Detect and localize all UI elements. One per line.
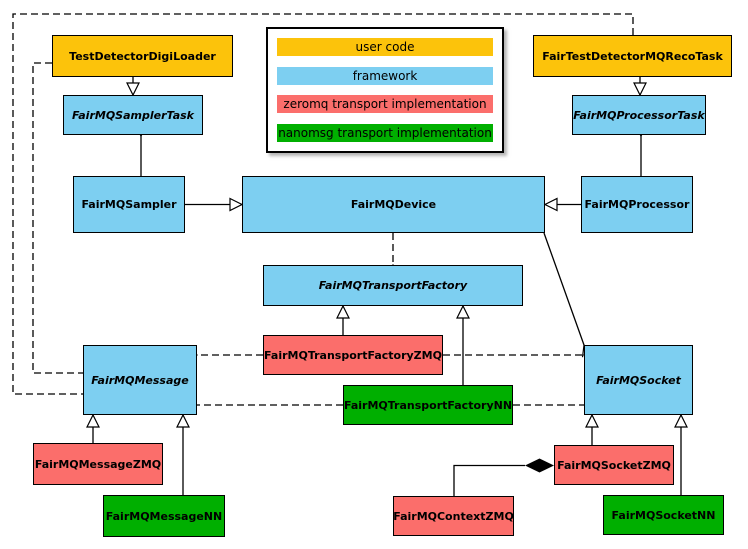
class-label: FairMQDevice	[350, 198, 437, 211]
class-box-fairmqtransportfactoryzmq: FairMQTransportFactoryZMQ	[263, 335, 443, 375]
class-label: FairMQSampler	[81, 198, 177, 211]
class-box-fairmqmessagezmq: FairMQMessageZMQ	[33, 443, 163, 485]
legend-label: zeromq transport implementation	[283, 97, 487, 112]
legend-item-user-code: user code	[277, 38, 493, 56]
class-box-fairmqtransportfactorynn: FairMQTransportFactoryNN	[343, 385, 513, 425]
class-box-fairmqprocessortask: FairMQProcessorTask	[572, 95, 706, 135]
edge-dependency-testdetectordigiloader-fairmqmessage	[32, 62, 83, 373]
class-box-testdetectordigiloader: TestDetectorDigiLoader	[52, 35, 233, 77]
class-box-fairmqsocketzmq: FairMQSocketZMQ	[554, 445, 674, 485]
legend-item-nanomsg: nanomsg transport implementation	[277, 123, 493, 142]
class-label: FairMQTransportFactoryZMQ	[264, 348, 442, 362]
class-label: FairMQTransportFactoryNN	[343, 398, 513, 412]
class-box-fairtestdetectormqrecotask: FairTestDetectorMQRecoTask	[533, 35, 732, 77]
class-box-fairmqcontextzmq: FairMQContextZMQ	[393, 496, 514, 536]
class-box-fairmqsamplertask: FairMQSamplerTask	[63, 95, 203, 135]
edge-composition-fairmqcontextzmq-fairmqsocketzmq	[453, 464, 525, 496]
legend-label: user code	[355, 40, 415, 54]
class-label: FairMQMessageNN	[105, 509, 223, 523]
class-box-fairmqdevice: FairMQDevice	[242, 176, 545, 233]
class-box-fairmqmessagenn: FairMQMessageNN	[103, 495, 225, 537]
class-label: FairMQMessageZMQ	[34, 457, 162, 471]
legend-item-framework: framework	[277, 66, 493, 85]
class-label: FairMQSocketNN	[611, 508, 716, 522]
edge-association-fairmqdevice-fairmqsocket	[543, 232, 584, 345]
class-box-fairmqsocket: FairMQSocket	[584, 345, 693, 415]
class-box-fairmqsampler: FairMQSampler	[73, 176, 185, 233]
class-box-fairmqprocessor: FairMQProcessor	[581, 176, 693, 233]
composition-diamond-icon	[525, 458, 554, 473]
legend-item-zeromq: zeromq transport implementation	[277, 95, 493, 114]
legend-box: user code framework zeromq transport imp…	[266, 27, 504, 153]
class-label: FairMQMessage	[91, 373, 189, 387]
class-box-fairmqmessage: FairMQMessage	[83, 345, 197, 415]
edge-dependency-fairtestdetectormqrecotask-fairmqmessage	[12, 13, 634, 394]
class-label: FairMQProcessorTask	[573, 108, 705, 122]
legend-label: framework	[352, 68, 418, 83]
class-label: FairMQContextZMQ	[393, 509, 514, 523]
legend-label: nanomsg transport implementation	[278, 125, 492, 140]
class-label: FairMQTransportFactory	[318, 279, 468, 292]
class-label: FairMQSocketZMQ	[557, 458, 671, 472]
class-label: FairMQSamplerTask	[72, 108, 194, 122]
class-box-fairmqsocketnn: FairMQSocketNN	[603, 495, 724, 535]
class-label: FairMQSocket	[596, 373, 681, 387]
class-label: FairMQProcessor	[584, 198, 690, 211]
class-box-fairmqtransportfactory: FairMQTransportFactory	[263, 265, 523, 306]
class-label: TestDetectorDigiLoader	[69, 49, 216, 63]
class-label: FairTestDetectorMQRecoTask	[542, 49, 723, 63]
